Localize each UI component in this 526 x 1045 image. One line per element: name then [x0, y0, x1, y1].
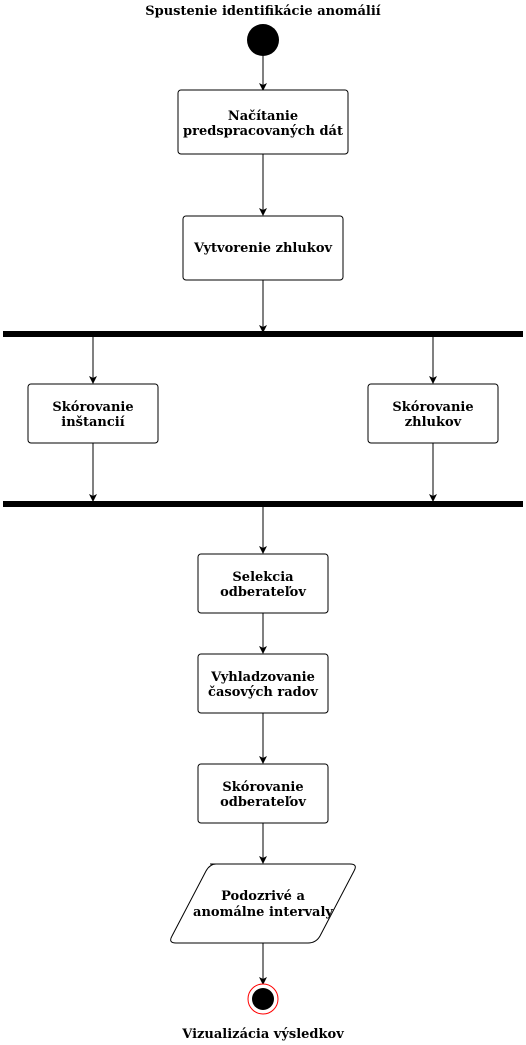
start-label: Spustenie identifikácie anomálií: [145, 4, 381, 19]
node-output-intervals-line1: Podozrivé a: [221, 889, 305, 904]
node-load-data: [177, 89, 349, 155]
end-label: Vizualizácia výsledkov: [181, 1027, 344, 1042]
node-create-clusters: [182, 215, 344, 281]
node-score-customers-line1: Skórovanie: [222, 780, 303, 795]
node-score-instances-line1: Skórovanie: [52, 400, 133, 415]
node-output-intervals: [170, 863, 356, 944]
node-select-customers-line2: odberateľov: [220, 585, 306, 600]
join-bar: [3, 501, 523, 507]
node-output-intervals-line2: anomálne intervaly: [193, 905, 333, 920]
node-create-clusters-label: Vytvorenie zhlukov: [193, 241, 333, 256]
node-load-data-line2: predspracovaných dát: [183, 124, 343, 139]
node-score-clusters-line1: Skórovanie: [392, 400, 473, 415]
node-smooth-series-line1: Vyhladzovanie: [210, 670, 315, 685]
end-node: [252, 988, 274, 1010]
start-node: [247, 24, 279, 56]
node-score-instances-line2: inštancií: [61, 415, 124, 430]
node-score-clusters-line2: zhlukov: [405, 415, 462, 430]
node-select-customers-line1: Selekcia: [232, 570, 294, 585]
node-load-data-line1: Načítanie: [228, 109, 298, 124]
fork-bar: [3, 331, 523, 337]
node-smooth-series-line2: časových radov: [208, 685, 318, 700]
node-score-customers-line2: odberateľov: [220, 795, 306, 810]
